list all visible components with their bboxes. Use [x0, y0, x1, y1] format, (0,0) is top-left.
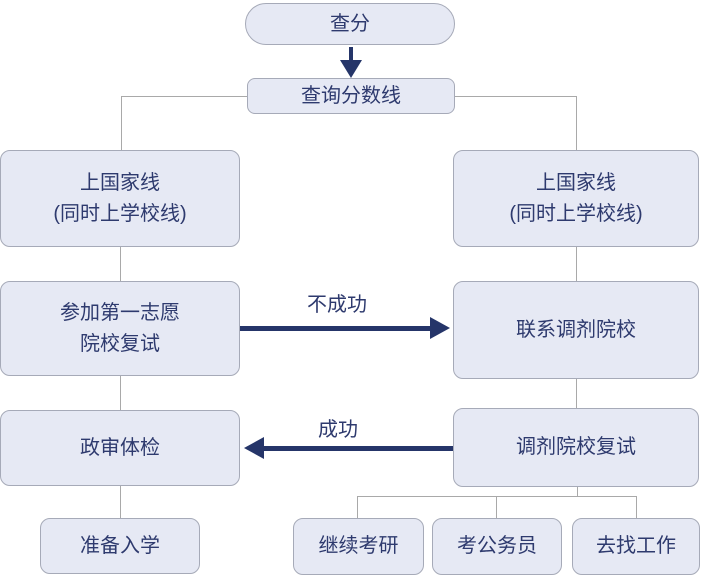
- connector-cutoff-to-right-drop: [576, 96, 577, 150]
- connector-review-to-enroll: [120, 486, 121, 518]
- connector-right-passline-to-contact: [576, 247, 577, 281]
- connector-retest-to-branch: [577, 487, 578, 497]
- node-contact-adjustment: 联系调剂院校: [453, 281, 699, 379]
- connector-cutoff-to-right: [455, 96, 576, 97]
- connector-contact-to-retest: [576, 379, 577, 408]
- connector-cutoff-to-left: [121, 96, 247, 97]
- arrowhead-down-icon: [340, 60, 362, 78]
- edge-label-fail: 不成功: [307, 294, 367, 316]
- connector-branch-to-find-job: [636, 496, 637, 518]
- node-continue-exam: 继续考研: [293, 518, 424, 575]
- connector-firstchoice-to-review: [120, 376, 121, 410]
- node-civil-service-exam: 考公务员: [432, 518, 562, 575]
- node-left-pass-line: 上国家线 (同时上学校线): [0, 150, 240, 247]
- arrow-score-to-cutoff: [349, 47, 353, 63]
- connector-branch-to-continue-exam: [357, 496, 358, 518]
- connector-cutoff-to-left-drop: [121, 96, 122, 150]
- connector-branch-horizontal: [357, 496, 637, 497]
- arrowhead-left-icon: [244, 437, 264, 459]
- connector-branch-to-civil-service: [496, 496, 497, 518]
- node-prepare-enrollment: 准备入学: [40, 518, 200, 574]
- arrow-success-to-review: [263, 446, 455, 451]
- node-adjustment-retest: 调剂院校复试: [453, 408, 699, 487]
- node-check-cutoff-line: 查询分数线: [247, 78, 455, 114]
- node-political-review: 政审体检: [0, 410, 240, 486]
- node-check-score: 查分: [245, 3, 455, 45]
- node-find-job: 去找工作: [572, 518, 700, 575]
- connector-left-passline-to-firstchoice: [120, 247, 121, 281]
- arrowhead-right-icon: [430, 317, 450, 339]
- node-right-pass-line: 上国家线 (同时上学校线): [453, 150, 699, 247]
- arrow-fail-to-adjustment: [240, 326, 432, 331]
- edge-label-success: 成功: [318, 419, 358, 441]
- node-first-choice-retest: 参加第一志愿 院校复试: [0, 281, 240, 376]
